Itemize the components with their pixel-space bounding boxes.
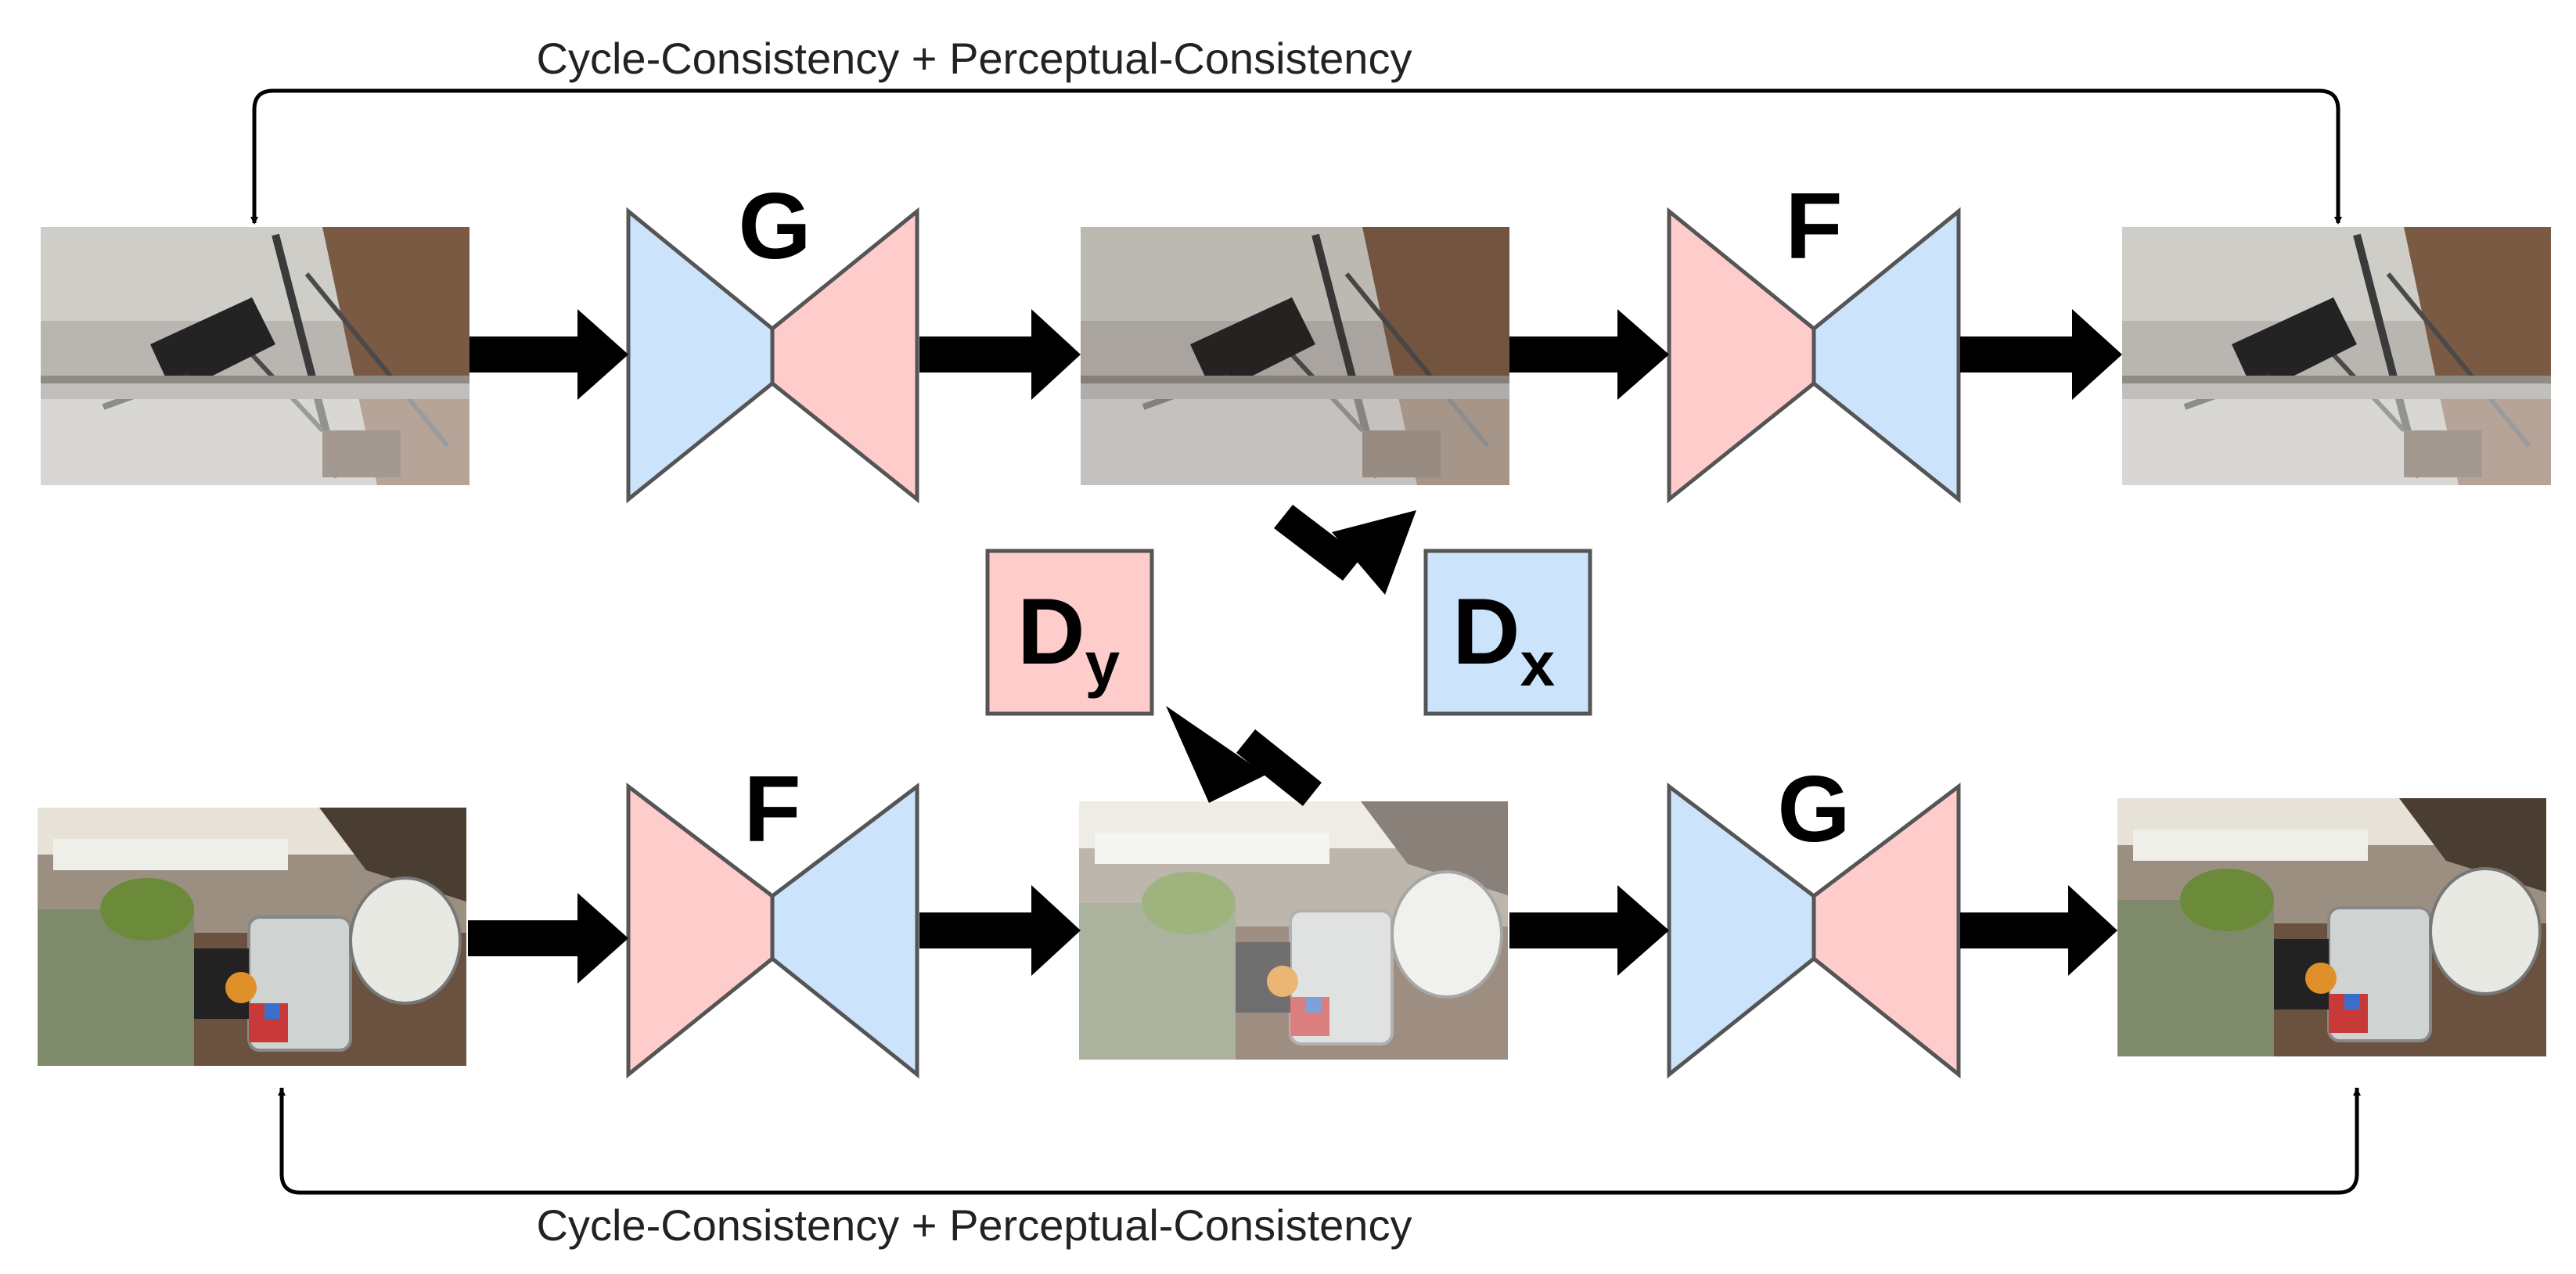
generator-f-top: F (1667, 174, 1961, 504)
svg-text:Dy: Dy (1017, 579, 1121, 699)
bottom-cycle-caption: Cycle-Consistency + Perceptual-Consisten… (537, 1200, 1412, 1250)
discriminator-dx: Dx (1423, 549, 1592, 716)
svg-text:Dx: Dx (1452, 579, 1555, 699)
arrow-input-to-f (468, 893, 628, 984)
arrow-f-to-output (919, 885, 1081, 976)
generator-label: G (1777, 757, 1850, 862)
generator-label: F (1785, 174, 1842, 279)
discriminator-dy-sub: y (1085, 629, 1121, 699)
discriminator-dx-main: D (1452, 579, 1520, 684)
image-telescope-clear-output (1081, 227, 1509, 485)
arrow-input-to-g (470, 309, 628, 400)
generator-g-bottom: G (1667, 757, 1961, 1079)
discriminator-dy-main: D (1017, 579, 1085, 684)
generator-f-bottom: F (626, 757, 919, 1079)
decoder-trapezoid (770, 782, 919, 1079)
image-kitchen-clear-reconstruction (2116, 797, 2548, 1058)
top-cycle-caption: Cycle-Consistency + Perceptual-Consisten… (537, 34, 1412, 83)
top-cycle-loop (252, 88, 2342, 225)
image-telescope-hazy-input (41, 227, 470, 485)
arrow-output-to-f (1509, 309, 1669, 400)
image-telescope-hazy-reconstruction (2122, 227, 2551, 485)
generator-label: F (743, 757, 801, 862)
decoder-trapezoid (1811, 207, 1961, 504)
arrow-f-to-reconstruction (1960, 309, 2122, 400)
bottom-cycle-loop (279, 1088, 2359, 1195)
arrow-to-dy (1166, 706, 1322, 806)
decoder-trapezoid (1811, 782, 1961, 1079)
discriminator-dy: Dy (985, 549, 1154, 716)
generator-g-top: G (626, 174, 919, 504)
generator-label: G (738, 174, 811, 279)
arrow-output-to-g (1509, 885, 1669, 976)
discriminator-dx-sub: x (1520, 629, 1556, 699)
image-kitchen-hazy-output (1078, 800, 1509, 1061)
arrow-g-to-output (919, 309, 1081, 400)
image-kitchen-clear-input (36, 806, 468, 1067)
arrow-to-dx (1274, 505, 1416, 595)
decoder-trapezoid (770, 207, 919, 504)
arrow-g-to-reconstruction (1960, 885, 2117, 976)
